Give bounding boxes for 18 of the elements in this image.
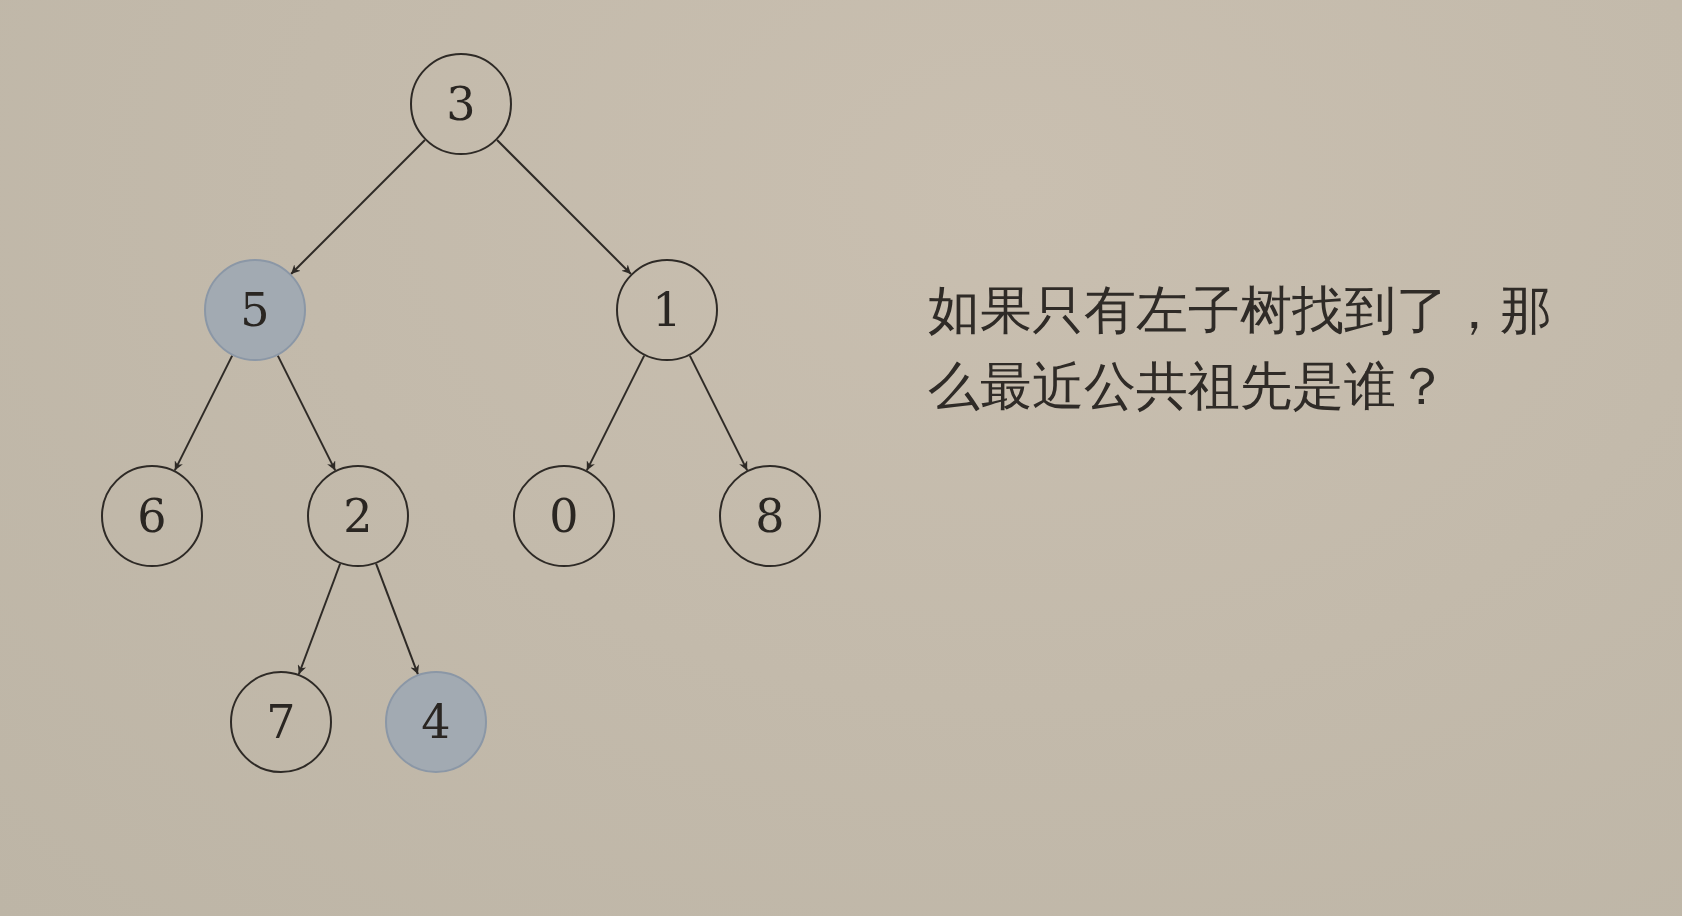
tree-node: 0 <box>513 465 615 567</box>
highlighted-tree-node: 5 <box>204 259 306 361</box>
arrow <box>688 354 749 472</box>
arrow <box>375 562 419 676</box>
tree-node: 6 <box>101 465 203 567</box>
arrow <box>290 139 426 275</box>
tree-node: 2 <box>307 465 409 567</box>
highlighted-tree-node: 4 <box>385 671 487 773</box>
tree-node: 7 <box>230 671 332 773</box>
arrow <box>276 354 337 472</box>
tree-node: 1 <box>616 259 718 361</box>
arrow <box>585 354 646 472</box>
arrow <box>297 562 342 676</box>
arrow <box>496 139 632 275</box>
tree-node: 8 <box>719 465 821 567</box>
question-text: 如果只有左子树找到了，那么最近公共祖先是谁？ <box>928 279 1553 418</box>
tree-node: 3 <box>410 53 512 155</box>
arrow <box>173 354 234 472</box>
